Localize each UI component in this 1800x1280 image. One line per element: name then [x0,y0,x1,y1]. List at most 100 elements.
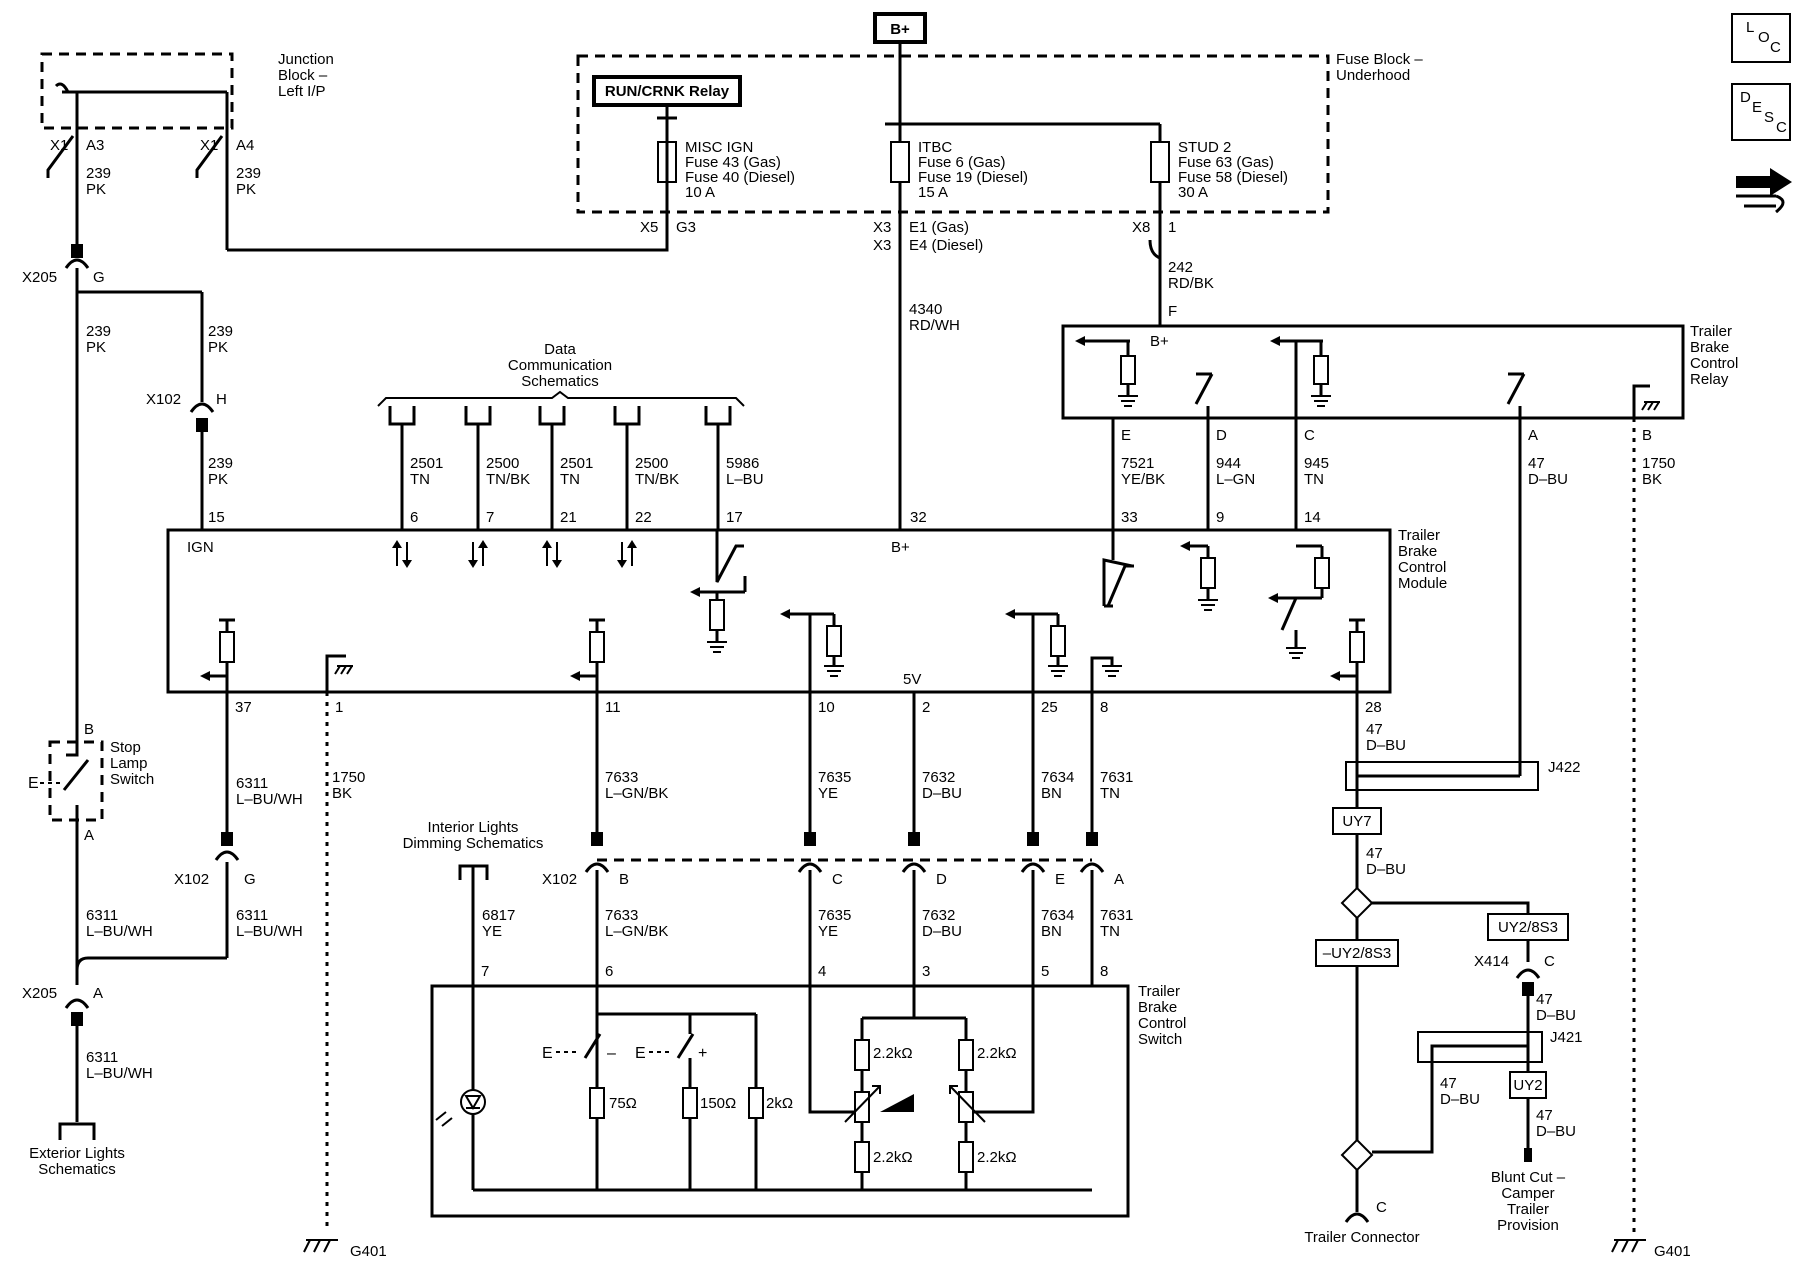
misc-ign-1: MISC IGN [685,139,753,156]
relay-name-2: Brake [1690,339,1729,356]
wire-num: 7635 [818,907,851,924]
uy2-8s3-label: UY2/8S3 [1498,919,1558,936]
switch-minus: – [607,1045,616,1062]
stud2-1: STUD 2 [1178,139,1231,156]
relay-wire-color: D–BU [1528,471,1568,488]
wire-num: 7634 [1041,769,1074,786]
stop-lamp-b: B [84,721,94,738]
switch-pin: 7 [481,963,489,980]
r22-2: 2.2kΩ [977,1045,1017,1062]
data-comm-wire-num: 2500 [486,455,519,472]
module-bottom-pin: 11 [605,699,621,716]
w239a-num: 239 [86,165,111,182]
wire-color: YE [818,785,838,802]
switch-name-1: Trailer [1138,983,1180,1000]
x3b-label: X3 [873,237,891,254]
module-bottom-pin: 10 [818,699,835,716]
relay-wire-color: TN [1304,471,1324,488]
desc-c: C [1776,119,1787,136]
j422-splice [1345,761,1539,791]
a3-label: A3 [86,137,104,154]
relay-wire-num: 944 [1216,455,1241,472]
switch-name-3: Control [1138,1015,1186,1032]
stud2-4: 30 A [1178,184,1208,201]
connector-icon[interactable] [1736,168,1792,214]
misc-ign-4: 10 A [685,184,715,201]
switch-internals: E – 75Ω E + 150Ω 2kΩ 2.2kΩ 2.2kΩ 2.2kΩ 2 [435,986,1092,1192]
wire-color: BN [1041,785,1062,802]
e1-label: E1 (Gas) [909,219,969,236]
module-name-2: Brake [1398,543,1437,560]
itbc-3: Fuse 19 (Diesel) [918,169,1028,186]
desc-button[interactable]: D E S C [1731,83,1791,141]
data-comm-wires: 2501TN62500TN/BK72501TN212500TN/BK225986… [388,406,764,530]
w47a-num: 47 [1366,721,1383,738]
data-comm-pin: 7 [486,509,494,526]
relay-pin: A [1528,427,1538,444]
module-5v: 5V [903,671,921,688]
w6311c-color: L–BU/WH [86,1065,153,1082]
module-pin: 14 [1304,509,1321,526]
desc-e: E [1752,99,1762,116]
relay-pin: B [1642,427,1652,444]
w242-color: RD/BK [1168,275,1214,292]
uy2-label: UY2 [1513,1077,1542,1094]
relay-pin-f: F [1168,303,1177,320]
module-bottom-pin: 25 [1041,699,1058,716]
fuse-block-label-1: Fuse Block – [1336,51,1423,68]
stud2-fuse [1150,141,1170,183]
data-comm-pin: 22 [635,509,652,526]
w239e-num: 239 [208,455,233,472]
g3-label: G3 [676,219,696,236]
switch-pin: 6 [605,963,613,980]
w47b-color: D–BU [1366,861,1406,878]
x102-pin: D [936,871,947,888]
relay-pin: C [1304,427,1315,444]
x5-label: X5 [640,219,658,236]
interior-1: Interior Lights [428,819,519,836]
data-comm-wire-num: 2501 [410,455,443,472]
module-b-plus: B+ [891,539,910,556]
loc-button[interactable]: L O C [1731,13,1791,63]
switch-e-1: E [542,1045,553,1062]
junction-label-3: Left I/P [278,83,326,100]
uy7-box [1332,807,1382,835]
w47c-num: 47 [1536,991,1553,1008]
wire-color: YE [818,923,838,940]
itbc-fuse [890,141,910,183]
x3a-label: X3 [873,219,891,236]
module-pin-15: 15 [208,509,225,526]
desc-d: D [1740,89,1751,106]
w239c-num: 239 [86,323,111,340]
x102-h-pin: H [216,391,227,408]
r75-label: 75Ω [609,1095,637,1112]
w6311-mod-color: L–BU/WH [236,791,303,808]
relay-pin: D [1216,427,1227,444]
blunt-1: Blunt Cut – [1491,1169,1566,1186]
junction-block-left-ip [40,52,234,130]
wire-num: 7632 [922,769,955,786]
wire-num: 7633 [605,769,638,786]
wire-num: 7634 [1041,907,1074,924]
x8-label: X8 [1132,219,1150,236]
wire-num: 7631 [1100,907,1133,924]
blunt-2: Camper [1501,1185,1554,1202]
r150-label: 150Ω [700,1095,736,1112]
x102-lower-label: X102 [542,871,577,888]
w1750-num: 1750 [332,769,365,786]
trailer-brake-control-switch [430,984,1130,1218]
module-internals [200,530,1365,692]
trailer-brake-control-relay [1061,324,1685,420]
w239d-num: 239 [208,323,233,340]
itbc-1: ITBC [918,139,952,156]
loc-l: L [1746,19,1754,36]
w4340-color: RD/WH [909,317,960,334]
run-crnk-relay [592,75,742,107]
w239e-color: PK [208,471,228,488]
run-crnk-relay-label: RUN/CRNK Relay [605,83,730,100]
trailer-connector: Trailer Connector [1304,1229,1419,1246]
stop-lamp-2: Lamp [110,755,148,772]
relay-name-3: Control [1690,355,1738,372]
